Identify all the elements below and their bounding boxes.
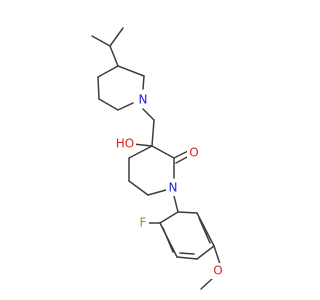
atom-hydroxyl: HO [114, 136, 136, 152]
bond [97, 76, 100, 100]
atom-label: F [140, 216, 147, 230]
bond [142, 75, 145, 90]
bond [159, 211, 179, 224]
bond [91, 35, 111, 47]
bond [200, 277, 214, 290]
atom-fluorine: F [137, 215, 149, 231]
bond [128, 180, 149, 196]
bond [109, 45, 119, 67]
bond [173, 195, 179, 213]
bond [213, 245, 221, 265]
atom-n-piperidine: N [136, 92, 150, 108]
atom-n-lactam: N [166, 180, 180, 196]
bond [117, 65, 145, 77]
bond [179, 252, 195, 255]
bond [147, 189, 167, 196]
bond [151, 119, 155, 147]
atom-label: O [189, 146, 198, 160]
bond [176, 256, 198, 260]
bond [117, 102, 134, 111]
atom-label: O [213, 264, 222, 278]
bond [173, 150, 189, 159]
bond [128, 145, 153, 159]
bond [97, 65, 119, 78]
atom-label: HO [116, 137, 134, 151]
atom-label: N [139, 93, 148, 107]
bond [151, 145, 175, 159]
atom-o-carbonyl: O [187, 145, 201, 161]
atom-label: N [169, 181, 178, 195]
bond [132, 143, 153, 147]
bond [109, 27, 124, 47]
bond [162, 227, 174, 253]
molecule-canvas: N N O O HO F [91, 27, 225, 290]
bond [177, 211, 198, 214]
bond [98, 98, 119, 111]
bond [142, 108, 155, 121]
bond [175, 155, 190, 164]
bond [198, 217, 211, 244]
atom-o-methoxy: O [211, 263, 225, 279]
structure-diagram: N N O O HO F [91, 27, 225, 290]
bond [196, 245, 215, 260]
